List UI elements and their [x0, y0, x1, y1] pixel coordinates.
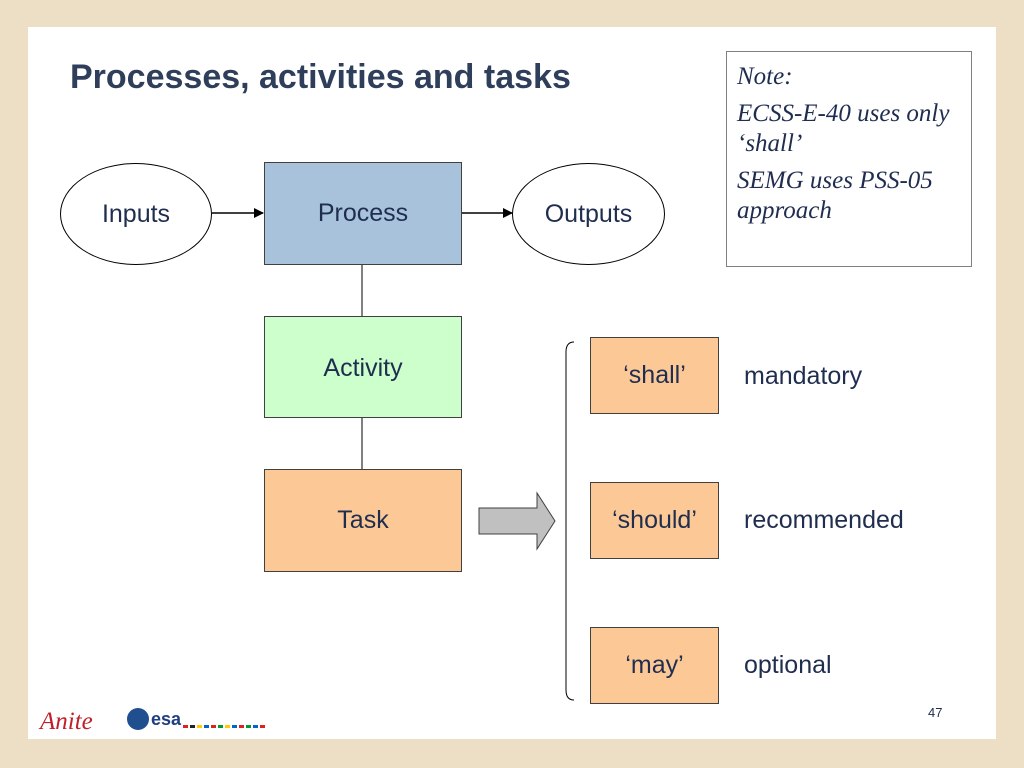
page-number: 47	[928, 705, 943, 720]
note-box: Note: ECSS-E-40 uses only ‘shall’ SEMG u…	[726, 51, 972, 267]
recommended-label: recommended	[744, 506, 904, 534]
note-heading: Note:	[737, 63, 793, 90]
slide-title: Processes, activities and tasks	[70, 58, 571, 96]
note-line-ecss: ECSS-E-40 uses only ‘shall’	[737, 100, 950, 157]
member-flags-icon	[183, 724, 266, 728]
optional-label: optional	[744, 651, 832, 679]
anite-logo: Anite	[40, 708, 93, 735]
outputs-label: Outputs	[544, 199, 633, 228]
block-arrow-right	[478, 491, 556, 551]
mandatory-label: mandatory	[744, 362, 863, 390]
may-keyword: ‘may’	[625, 651, 684, 679]
task-label: Task	[337, 506, 389, 534]
activity-box: Activity	[264, 316, 462, 418]
may-box: ‘may’	[590, 627, 719, 704]
esa-circle-icon	[127, 708, 149, 730]
note-line-semg: SEMG uses PSS-05 approach	[737, 167, 933, 224]
esa-logo: esa	[127, 708, 266, 730]
task-box: Task	[264, 469, 462, 572]
process-box: Process	[264, 162, 462, 265]
esa-logo-text: esa	[151, 708, 182, 729]
shall-keyword: ‘shall’	[623, 361, 686, 389]
should-box: ‘should’	[590, 482, 719, 559]
inputs-label: Inputs	[101, 199, 171, 228]
should-keyword: ‘should’	[612, 506, 697, 534]
process-label: Process	[317, 199, 409, 227]
activity-label: Activity	[323, 354, 403, 382]
shall-box: ‘shall’	[590, 337, 719, 414]
outputs-ellipse: Outputs	[512, 163, 665, 265]
inputs-ellipse: Inputs	[60, 163, 212, 265]
left-brace	[565, 341, 575, 701]
